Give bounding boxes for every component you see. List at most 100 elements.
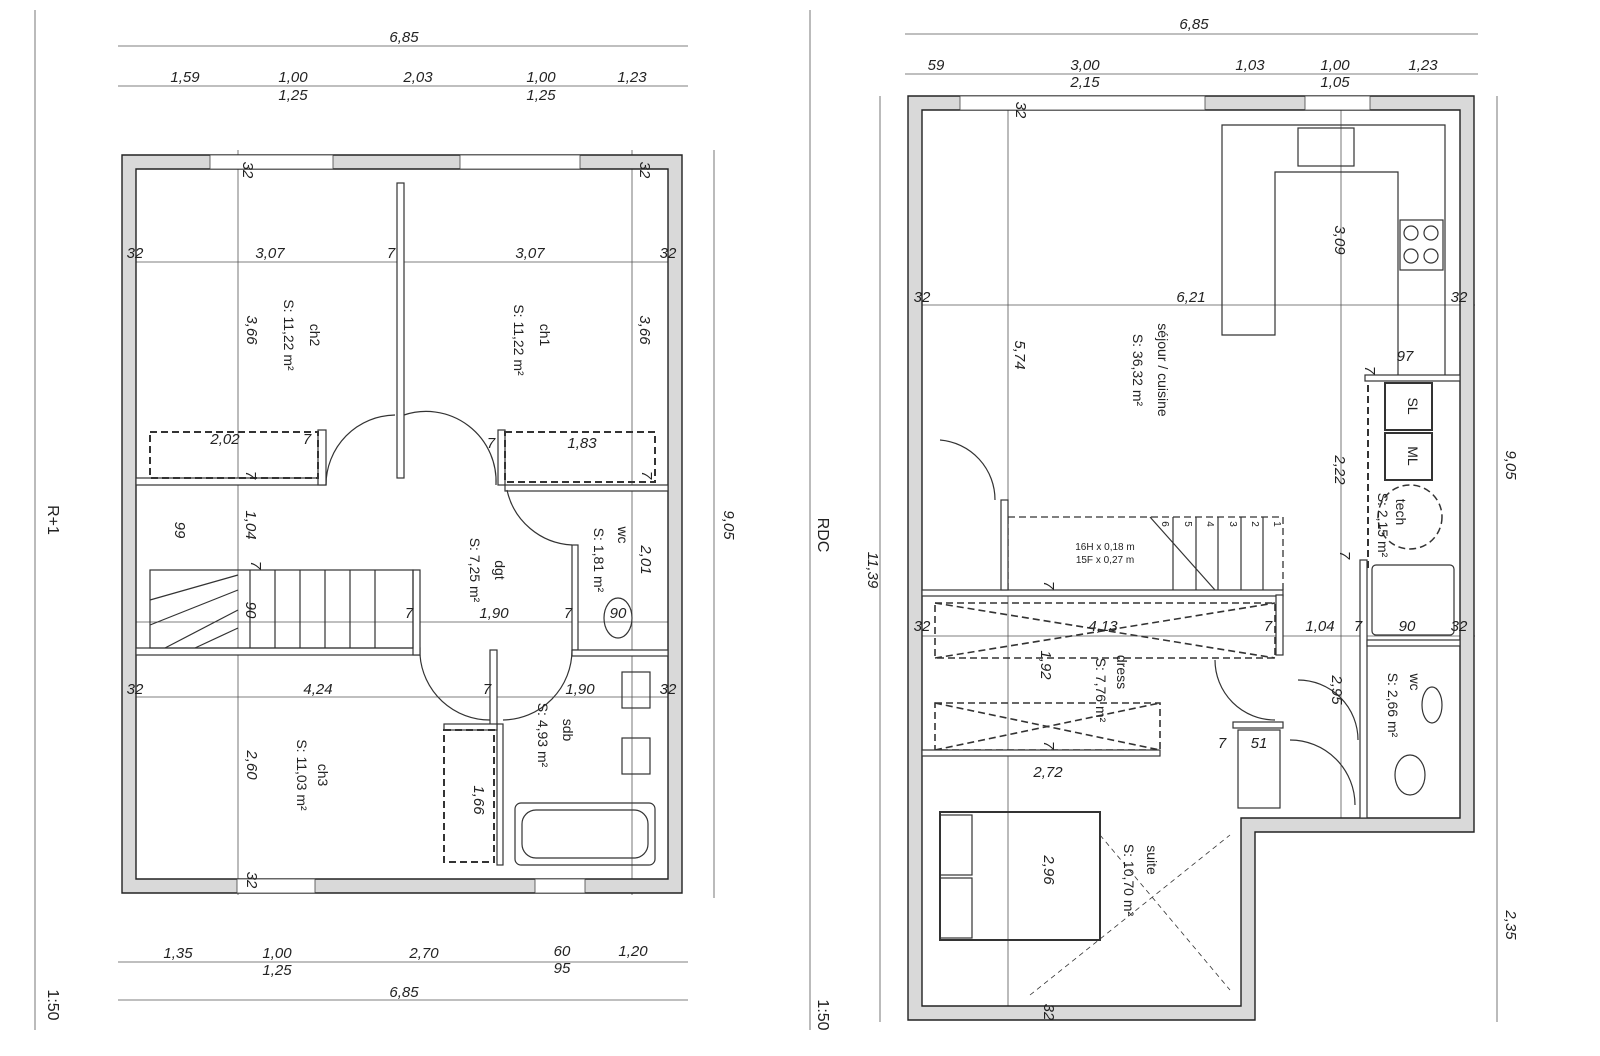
interior-wall — [571, 544, 579, 651]
stair-step-number: 3 — [1227, 521, 1238, 527]
dimension-label: 1,00 — [262, 945, 292, 962]
stair-treads — [149, 570, 376, 649]
shower-small — [1237, 729, 1281, 809]
plan-title: RDC — [814, 518, 831, 553]
dimension-label: 7 — [487, 435, 496, 452]
dimension-label: 59 — [928, 57, 945, 74]
dimension-label: 5,74 — [1011, 340, 1028, 369]
dimension-label: 7 — [1336, 551, 1353, 560]
dimension-label: 1,25 — [278, 87, 308, 104]
dimension-label: 9,05 — [720, 510, 737, 540]
washbasin-icon — [621, 737, 651, 775]
dimension-label: 1,92 — [1037, 650, 1054, 680]
stair-step-number: 2 — [1249, 521, 1260, 527]
dimension-label: 32 — [914, 289, 931, 306]
appliance-label: SL — [1405, 397, 1421, 414]
dimension-label: 1,90 — [565, 681, 595, 698]
room-name: séjour / cuisine — [1155, 323, 1171, 417]
washbasin-icon — [1421, 686, 1443, 724]
staircase — [149, 569, 414, 649]
dimension-label: 7 — [1361, 366, 1378, 375]
door-swing — [419, 654, 491, 721]
dimension-label: 1,90 — [479, 605, 509, 622]
pillow — [939, 814, 973, 876]
dimension-label: 32 — [1012, 102, 1029, 119]
kitchen-counter — [1221, 124, 1446, 379]
plan-scale: 1:50 — [44, 989, 61, 1020]
dimension-label: 32 — [660, 245, 677, 262]
window — [959, 95, 1206, 111]
interior-wall — [135, 477, 327, 486]
door-swing — [502, 649, 573, 721]
plan-scale: 1:50 — [814, 999, 831, 1030]
dimension-label: 32 — [636, 162, 653, 179]
dimension-label: 3,66 — [636, 315, 653, 345]
dimension-label: 2,02 — [209, 431, 240, 448]
stair-treads — [1149, 516, 1264, 591]
dimension-label: 7 — [1040, 741, 1057, 750]
water-heater-icon — [1377, 484, 1443, 550]
room-area: S: 2,66 m² — [1385, 673, 1401, 738]
dimension-label: 4,13 — [1088, 618, 1118, 635]
dimension-label: 97 — [1397, 348, 1414, 365]
bathtub-icon — [514, 802, 656, 866]
stair-step-number: 4 — [1204, 521, 1215, 527]
room-area: S: 7,76 m² — [1093, 658, 1109, 723]
door-swing — [939, 439, 996, 501]
dimension-label: 2,03 — [402, 69, 433, 86]
washer-box — [1384, 432, 1433, 481]
window — [534, 878, 586, 894]
washbasin-icon — [621, 671, 651, 709]
wardrobe — [934, 602, 1276, 659]
door-swing — [1289, 739, 1356, 806]
window — [1304, 95, 1371, 111]
dimension-label: 1,35 — [163, 945, 193, 962]
dimension-label: 7 — [564, 605, 573, 622]
dimension-label: 7 — [1218, 735, 1227, 752]
room-name: dress — [1114, 655, 1130, 689]
dimension-label: 1,05 — [1320, 74, 1350, 91]
dimension-label: 11,39 — [864, 552, 881, 589]
plan-r1 — [118, 45, 715, 1001]
wardrobe — [149, 431, 319, 479]
dimension-label: 7 — [483, 681, 492, 698]
window — [209, 154, 334, 170]
dimension-label: 1,04 — [242, 510, 259, 539]
door-swing — [403, 410, 497, 486]
toilet-icon — [1394, 754, 1426, 796]
plan-title: R+1 — [44, 505, 61, 535]
door-swing — [506, 489, 573, 546]
dimension-label: 6,85 — [389, 29, 419, 46]
appliance-label: ML — [1405, 446, 1421, 466]
dimension-label: 2,15 — [1069, 74, 1100, 91]
wardrobe — [504, 431, 656, 483]
toilet-icon — [603, 597, 633, 639]
plan-rdc — [879, 33, 1498, 1022]
exterior-wall — [907, 95, 1475, 1021]
dimension-label: 51 — [1251, 735, 1268, 752]
dimension-label: 32 — [239, 162, 256, 179]
dimension-label: 2,01 — [637, 544, 654, 574]
dimension-label: 32 — [243, 872, 260, 889]
stair-treads: 15F x 0,27 m — [1076, 555, 1134, 566]
dimension-label: 32 — [1451, 618, 1468, 635]
dimension-label: 3,09 — [1331, 225, 1348, 255]
dimension-label: 32 — [1040, 1004, 1057, 1021]
dimension-label: 95 — [554, 960, 571, 977]
dimension-label: 1,20 — [618, 943, 648, 960]
interior-wall — [396, 182, 405, 479]
room-name: suite — [1144, 845, 1160, 875]
interior-wall — [496, 723, 504, 866]
room-name: ch1 — [537, 324, 553, 347]
shower-icon — [1371, 564, 1455, 636]
stair-risers: 16H x 0,18 m — [1075, 542, 1134, 553]
sink-icon — [1297, 127, 1355, 167]
wardrobe — [934, 702, 1161, 751]
window — [459, 154, 581, 170]
stair-step-number: 6 — [1159, 521, 1170, 527]
dimension-label: 2,35 — [1502, 909, 1519, 940]
dimension-label: 1,03 — [1235, 57, 1265, 74]
burner-icon — [1423, 248, 1439, 264]
room-name: dgt — [492, 560, 508, 580]
